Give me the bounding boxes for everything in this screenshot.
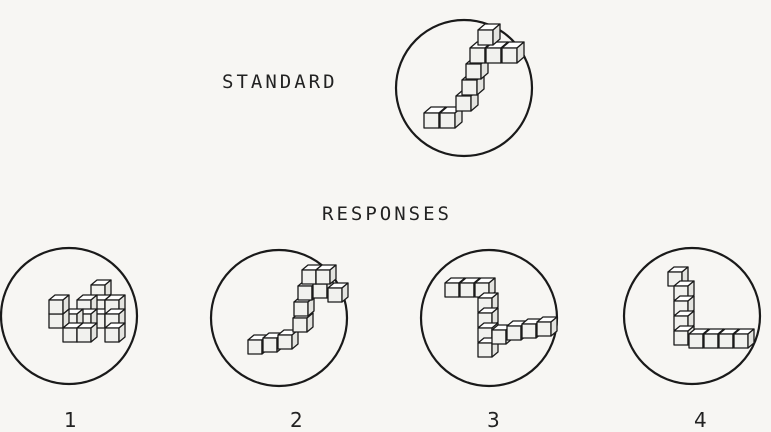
response-1-cube-figure [48, 279, 126, 343]
response-number-2: 2 [290, 408, 303, 432]
shape-4-cube-9 [733, 328, 755, 349]
shape-2-cube-10 [315, 264, 337, 285]
standard-shape-cube-9 [477, 23, 501, 46]
response-number-4: 4 [694, 408, 707, 432]
shape-3-cube-5 [477, 307, 499, 328]
response-circle-2 [209, 248, 349, 388]
response-circle-4 [622, 246, 762, 386]
response-circle-1 [0, 246, 139, 386]
shape-3-cube-7 [477, 337, 499, 358]
responses-label: RESPONSES [322, 203, 452, 225]
shape-1-cube-8 [48, 294, 70, 315]
shape-1-cube-13 [76, 322, 98, 343]
standard-circle [394, 18, 534, 158]
shape-1-cube-12 [104, 322, 126, 343]
shape-4-cube-3 [673, 295, 695, 316]
response-4-cube-figure [667, 266, 755, 349]
shape-4-cube-4 [673, 310, 695, 331]
standard-label: STANDARD [222, 71, 338, 93]
shape-2-cube-8 [327, 282, 349, 303]
response-number-3: 3 [487, 408, 500, 432]
standard-cube-figure [423, 23, 525, 129]
response-number-1: 1 [64, 408, 77, 432]
standard-shape-cube-8 [501, 41, 525, 64]
shape-4-cube-2 [673, 280, 695, 301]
response-3-cube-figure [444, 277, 558, 358]
shape-2-cube-3 [277, 329, 299, 350]
response-2-cube-figure [247, 264, 349, 355]
shape-3-cube-11 [536, 316, 558, 337]
